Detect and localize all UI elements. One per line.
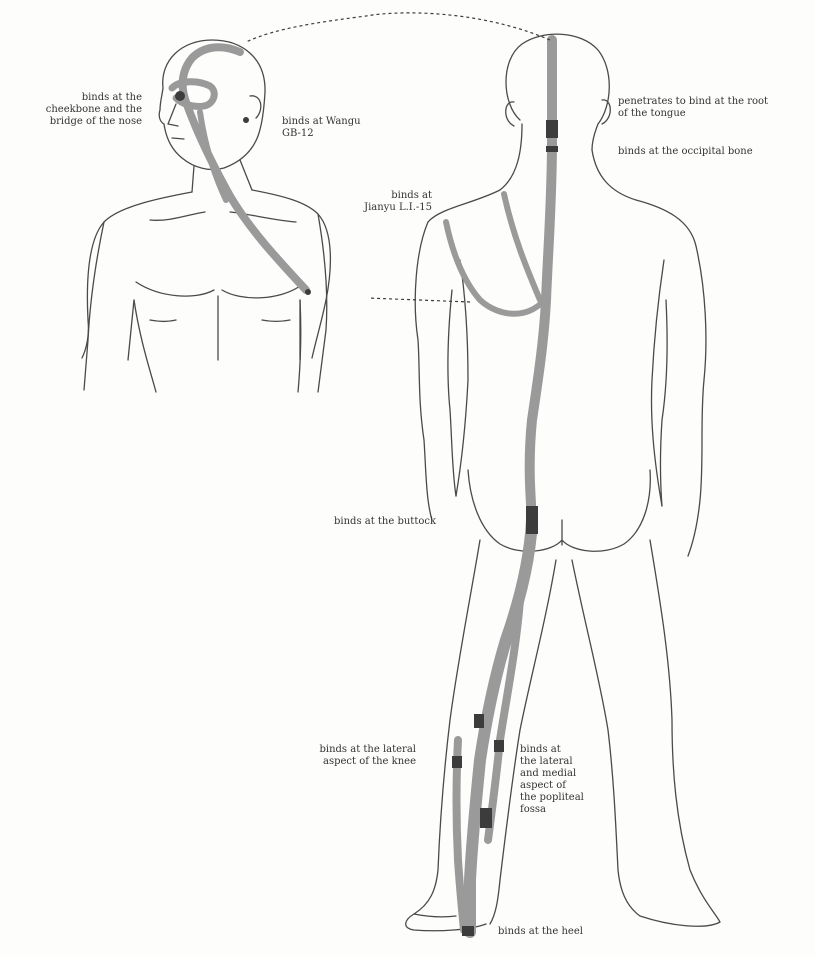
label-lateral-knee: binds at the lateral aspect of the knee — [290, 744, 416, 768]
front-channel — [172, 47, 306, 290]
arrow-middle — [368, 298, 470, 302]
label-buttock: binds at the buttock — [334, 516, 436, 528]
binding-buttock — [526, 506, 538, 534]
back-right-arm — [661, 246, 706, 556]
front-clavicles — [150, 212, 296, 222]
binding-knee-1 — [474, 714, 484, 728]
back-left-foot — [414, 914, 456, 917]
front-ear — [250, 96, 261, 118]
front-mouth — [172, 138, 184, 139]
back-neck-shoulders — [428, 124, 696, 246]
back-torso — [456, 260, 664, 506]
back-left-arm — [415, 222, 456, 520]
binding-chest — [305, 289, 311, 295]
back-channel-shoulder-branch — [446, 222, 548, 314]
back-right-leg — [572, 540, 720, 926]
binding-wangu — [243, 117, 249, 123]
binding-popliteal-2 — [480, 808, 492, 828]
binding-popliteal-1 — [494, 740, 504, 752]
back-buttocks — [468, 470, 650, 551]
label-occipital: binds at the occipital bone — [618, 146, 753, 158]
front-nose — [168, 104, 178, 126]
label-tongue: penetrates to bind at the root of the to… — [618, 96, 768, 120]
binding-heel — [462, 926, 474, 936]
front-abs — [128, 296, 300, 360]
binding-knee-2 — [452, 756, 462, 768]
arrow-top — [246, 13, 550, 42]
label-wangu: binds at Wangu GB-12 — [282, 116, 361, 140]
label-heel: binds at the heel — [498, 926, 583, 938]
binding-tongue — [546, 120, 558, 138]
label-cheekbone: binds at the cheekbone and the bridge of… — [22, 92, 142, 128]
back-channel-shoulder-branch-2 — [504, 194, 540, 300]
back-channel-shin — [457, 740, 465, 930]
label-popliteal: binds at the lateral and medial aspect o… — [520, 744, 584, 816]
label-jianyu: binds at Jianyu L.I.-15 — [332, 190, 432, 214]
binding-cheekbone — [175, 91, 185, 101]
binding-occipital — [546, 146, 558, 152]
front-arms — [84, 214, 327, 392]
